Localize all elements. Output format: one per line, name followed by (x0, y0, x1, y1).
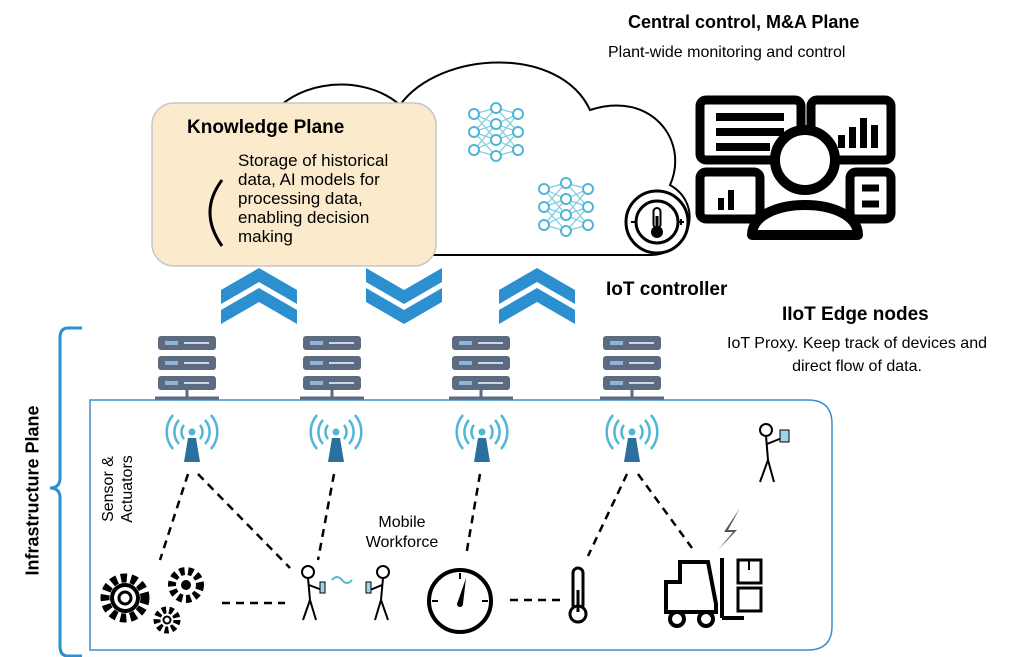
central-control-subtitle: Plant-wide monitoring and control (608, 44, 846, 61)
knowledge-plane-box (151, 102, 437, 267)
sensors-label: Sensor & Actuators (99, 443, 137, 535)
mobile-workforce-line: Mobile (378, 514, 426, 531)
gauge-icon (427, 568, 493, 634)
gears-icon (100, 567, 204, 634)
wireless-antenna-icon (605, 413, 659, 464)
server-icon (598, 334, 666, 400)
person-icon (301, 565, 390, 621)
thermometer-icon (568, 566, 588, 624)
infrastructure-plane-label: Infrastructure Plane (22, 405, 43, 576)
knowledge-plane-title: Knowledge Plane (187, 117, 345, 138)
central-control-title: Central control, M&A Plane (628, 12, 860, 32)
iot-controller-label: IoT controller (606, 279, 728, 300)
wireless-antenna-icon (309, 413, 363, 464)
server-icon (298, 334, 366, 400)
dashed-connections (158, 473, 694, 605)
sensors-label-line: Sensor & (100, 456, 117, 522)
thermometer-controller-icon (624, 189, 690, 255)
forklift-icon (664, 558, 763, 628)
wireless-antenna-icon (455, 413, 509, 464)
infrastructure-plane-box (89, 399, 833, 651)
edge-nodes-description: IoT Proxy. Keep track of devices and dir… (688, 332, 1026, 378)
mobile-workforce-line: Workforce (365, 534, 439, 551)
person-icon (759, 423, 790, 483)
knowledge-plane-line: making (238, 227, 293, 246)
edge-nodes-line: direct flow of data. (792, 358, 922, 375)
sensors-label-line: Actuators (119, 455, 136, 523)
wireless-antenna-icon (165, 413, 219, 464)
server-icon (447, 334, 515, 400)
knowledge-plane-line: enabling decision (238, 208, 370, 227)
bracket-icon (49, 326, 82, 657)
edge-nodes-title: IIoT Edge nodes (782, 304, 929, 325)
knowledge-plane-description: Storage of historical data, AI models fo… (238, 151, 388, 246)
knowledge-plane-line: data, AI models for (238, 170, 380, 189)
monitoring-dashboard-icon (695, 95, 896, 240)
upload-chevron-icon (221, 268, 297, 324)
lightning-icon (718, 508, 740, 550)
server-icon (153, 334, 221, 400)
bracket-icon (208, 179, 224, 247)
knowledge-plane-line: Storage of historical (238, 151, 389, 170)
mobile-workforce-label: Mobile Workforce (357, 513, 447, 553)
knowledge-plane-line: processing data, (238, 189, 363, 208)
upload-chevron-icon (499, 268, 575, 324)
edge-nodes-line: IoT Proxy. Keep track of devices and (727, 335, 987, 352)
download-chevron-icon (366, 268, 442, 324)
